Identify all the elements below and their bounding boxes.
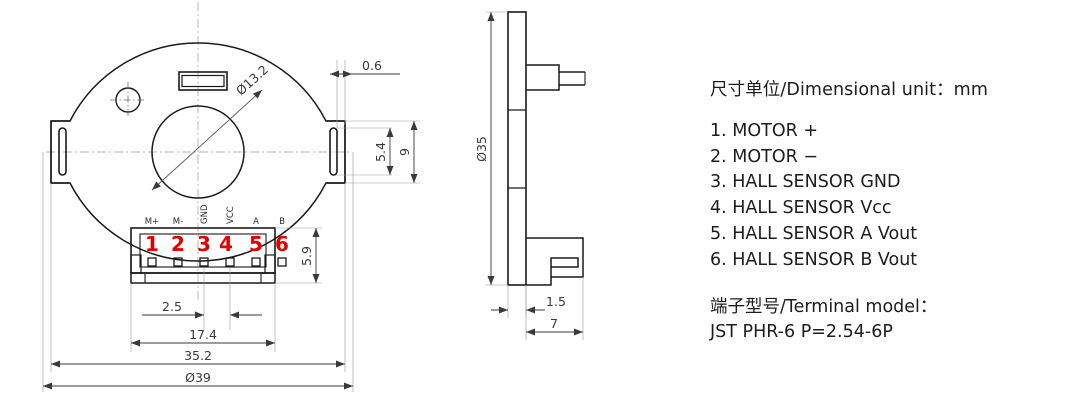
pin-label-3: GND (200, 204, 210, 224)
dim-group-pin-offset: 2.5 (142, 268, 262, 330)
pinout-list: 1. MOTOR + 2. MOTOR − 3. HALL SENSOR GND… (710, 119, 1060, 273)
pin-label-1: M+ (145, 217, 159, 227)
side-upper-boss (526, 64, 586, 91)
dim-group-tab-span: 35.2 (50, 183, 346, 372)
dim-group-overall-depth: 7 (525, 277, 584, 340)
terminal-model-block: 端子型号/Terminal model： JST PHR-6 P=2.54-6P (710, 295, 1060, 344)
top-rect-slot (178, 71, 228, 91)
dim-overall-depth: 7 (550, 316, 558, 331)
locating-hole (110, 82, 146, 118)
dim-group-plate-thickness: 1.5 (491, 285, 566, 318)
pin-label-2: M- (173, 217, 183, 227)
side-connector-body (526, 237, 584, 286)
pin-label-6: B (279, 217, 285, 227)
pinout-item-3: 3. HALL SENSOR GND (710, 172, 901, 193)
dim-group-connector-height: 5.9 (275, 227, 322, 284)
connector-pins (147, 257, 287, 267)
dim-tab-span: 35.2 (184, 348, 212, 363)
pinout-item-4: 4. HALL SENSOR Vcc (710, 198, 892, 219)
terminal-model-value: JST PHR-6 P=2.54-6P (710, 321, 893, 342)
dim-group-slot-height: 5.4 (337, 127, 394, 176)
connector-pin-labels: M+ M- GND VCC A B (145, 204, 285, 227)
pin-number-2: 2 (171, 232, 185, 256)
dim-group-tab-thickness: 0.6 (330, 58, 400, 128)
pin-number-3: 3 (197, 232, 211, 256)
mounting-tab-left (50, 120, 70, 184)
side-view: Ø35 1.5 7 (474, 11, 586, 340)
terminal-model-label: 端子型号/Terminal model： (710, 297, 938, 318)
dim-group-body-diameter: Ø39 (42, 152, 354, 392)
side-plate-outline (507, 11, 527, 286)
dim-body-diameter: Ø39 (185, 370, 211, 385)
dim-tab-thickness: 0.6 (362, 58, 382, 73)
pin-number-5: 5 (249, 232, 263, 256)
dim-group-connector-width: 17.4 (130, 283, 276, 352)
connector-housing (130, 227, 276, 284)
front-view: Ø13.2 (42, 2, 420, 392)
pinout-item-2: 2. MOTOR − (710, 146, 818, 167)
dim-group-tab-height: 9 (345, 120, 420, 184)
dim-plate-diameter: Ø35 (474, 136, 489, 162)
dim-connector-width: 17.4 (189, 327, 217, 342)
notes-panel: 尺寸单位/Dimensional unit：mm 1. MOTOR + 2. M… (710, 76, 1060, 344)
mounting-tab-right (326, 120, 346, 184)
bore-dimension-leader: Ø13.2 (151, 62, 271, 191)
pin-label-5: A (253, 217, 259, 227)
connector-pin-numbers: 1 2 3 4 5 6 (145, 232, 289, 256)
pin-number-1: 1 (145, 232, 159, 256)
pinout-item-6: 6. HALL SENSOR B Vout (710, 249, 918, 270)
dim-pin-offset: 2.5 (162, 299, 182, 314)
dim-tab-height: 9 (397, 148, 412, 156)
dim-group-plate-diameter: Ø35 (474, 11, 508, 286)
pinout-item-5: 5. HALL SENSOR A Vout (710, 223, 918, 244)
dim-bore: Ø13.2 (233, 62, 271, 98)
pin-number-4: 4 (219, 232, 233, 256)
pin-number-6: 6 (275, 232, 289, 256)
dim-connector-height: 5.9 (299, 246, 314, 266)
dim-slot-height: 5.4 (373, 142, 388, 162)
dimensional-unit-note: 尺寸单位/Dimensional unit：mm (710, 80, 988, 100)
pinout-item-1: 1. MOTOR + (710, 121, 818, 141)
pin-label-4: VCC (226, 206, 236, 224)
dim-plate-thickness: 1.5 (546, 294, 566, 309)
